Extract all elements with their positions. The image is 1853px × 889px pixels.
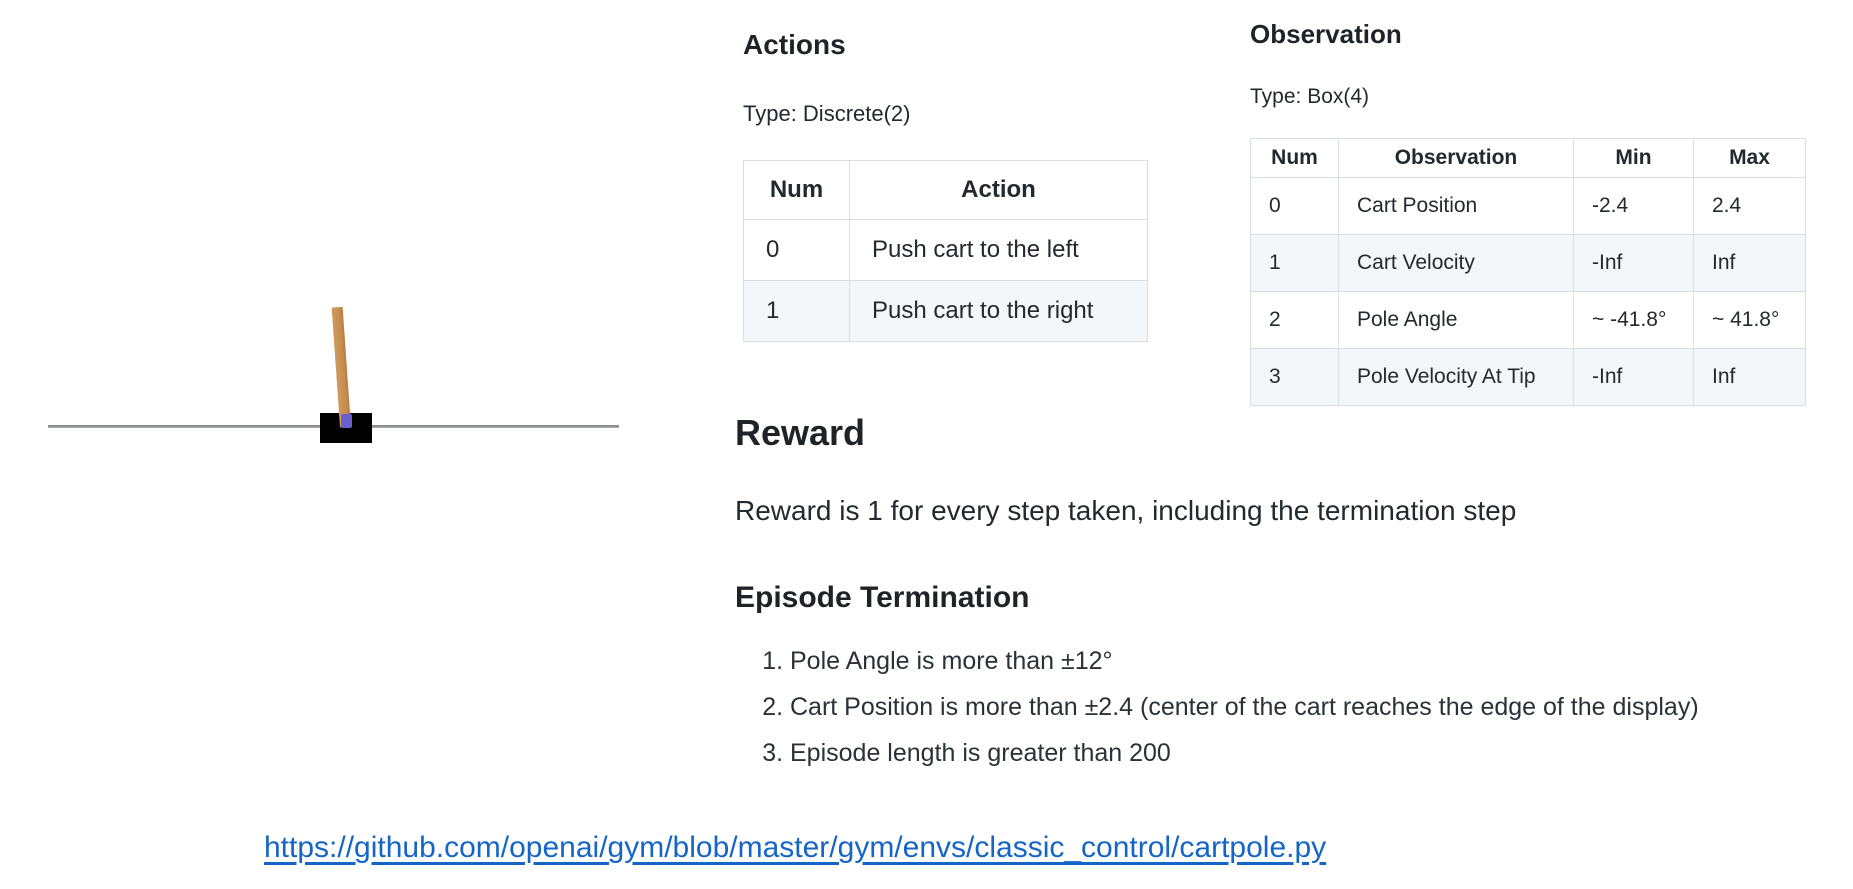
observation-section: Observation Type: Box(4) Num Observation…	[1250, 20, 1806, 406]
obs-cell-min: -Inf	[1573, 347, 1694, 406]
obs-cell-num: 0	[1250, 176, 1339, 235]
actions-cell-action: Push cart to the right	[849, 279, 1148, 342]
actions-header-action: Action	[849, 159, 1148, 220]
reward-title: Reward	[735, 412, 866, 453]
table-row: 3 Pole Velocity At Tip -Inf Inf	[1250, 347, 1806, 406]
obs-cell-observation: Pole Velocity At Tip	[1338, 347, 1574, 406]
actions-section: Actions Type: Discrete(2) Num Action 0 P…	[743, 29, 1148, 342]
episode-termination-section: Episode Termination Pole Angle is more t…	[735, 581, 1699, 784]
obs-cell-min: -Inf	[1573, 233, 1694, 292]
table-row: 1 Cart Velocity -Inf Inf	[1250, 233, 1806, 292]
actions-title: Actions	[743, 29, 846, 60]
termination-item: Episode length is greater than 200	[790, 738, 1699, 768]
episode-termination-title: Episode Termination	[735, 581, 1030, 614]
termination-list: Pole Angle is more than ±12° Cart Positi…	[735, 646, 1699, 768]
observation-header-min: Min	[1573, 137, 1694, 178]
obs-cell-num: 1	[1250, 233, 1339, 292]
table-row: 0 Push cart to the left	[743, 218, 1148, 281]
actions-cell-num: 1	[743, 279, 850, 342]
observation-title: Observation	[1250, 19, 1402, 49]
observation-table-header-row: Num Observation Min Max	[1250, 137, 1806, 178]
github-source-link[interactable]: https://github.com/openai/gym/blob/maste…	[264, 831, 1327, 864]
table-row: 0 Cart Position -2.4 2.4	[1250, 176, 1806, 235]
observation-header-observation: Observation	[1338, 137, 1574, 178]
actions-cell-num: 0	[743, 218, 850, 281]
actions-header-num: Num	[743, 159, 850, 220]
obs-cell-observation: Cart Position	[1338, 176, 1574, 235]
observation-header-num: Num	[1250, 137, 1339, 178]
obs-cell-max: ~ 41.8°	[1693, 290, 1806, 349]
actions-type-label: Type: Discrete(2)	[743, 100, 911, 126]
obs-cell-observation: Cart Velocity	[1338, 233, 1574, 292]
axle	[341, 414, 352, 428]
observation-header-max: Max	[1693, 137, 1806, 178]
obs-cell-max: Inf	[1693, 347, 1806, 406]
actions-table: Num Action 0 Push cart to the left 1 Pus…	[743, 159, 1148, 342]
obs-cell-num: 2	[1250, 290, 1339, 349]
obs-cell-min: -2.4	[1573, 176, 1694, 235]
actions-table-header-row: Num Action	[743, 159, 1148, 220]
table-row: 2 Pole Angle ~ -41.8° ~ 41.8°	[1250, 290, 1806, 349]
pole	[331, 306, 351, 428]
observation-type-label: Type: Box(4)	[1250, 84, 1370, 108]
obs-cell-num: 3	[1250, 347, 1339, 406]
actions-cell-action: Push cart to the left	[849, 218, 1148, 281]
obs-cell-max: Inf	[1693, 233, 1806, 292]
table-row: 1 Push cart to the right	[743, 279, 1148, 342]
reward-section: Reward Reward is 1 for every step taken,…	[735, 413, 1516, 527]
termination-item: Cart Position is more than ±2.4 (center …	[790, 692, 1699, 722]
obs-cell-max: 2.4	[1693, 176, 1806, 235]
obs-cell-observation: Pole Angle	[1338, 290, 1574, 349]
reward-description: Reward is 1 for every step taken, includ…	[735, 494, 1517, 526]
obs-cell-min: ~ -41.8°	[1573, 290, 1694, 349]
termination-item: Pole Angle is more than ±12°	[790, 646, 1699, 676]
observation-table: Num Observation Min Max 0 Cart Position …	[1250, 137, 1806, 406]
